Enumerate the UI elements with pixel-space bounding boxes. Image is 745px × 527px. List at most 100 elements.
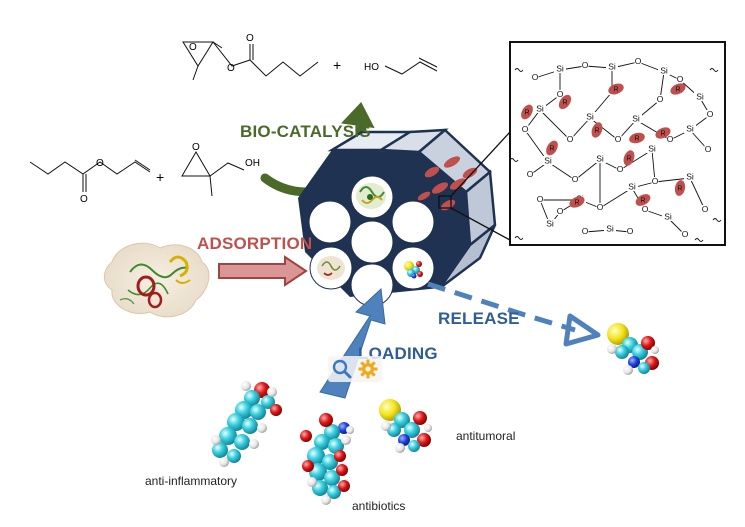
o-atom-bg [651,177,659,185]
antitumoral-drug-molecule [379,399,432,453]
drug-atom [336,464,348,476]
si-atom-bg [658,66,670,75]
r-group-marker [670,83,686,95]
o-atom-bg [566,135,574,143]
drug-atom [212,442,228,458]
vinyl-alcohol-structure [384,57,438,75]
o-atom-label: O [617,164,624,174]
drug-atom [234,434,250,450]
drug-atom [338,480,350,492]
drug-atom [267,387,277,397]
o-atom-label: O [557,206,564,216]
si-atom-bg [554,64,566,73]
o-atom-bg [596,203,604,211]
si-atom-bg [584,112,596,121]
r-group-label: R [660,131,665,138]
drug-atom [302,460,314,472]
o-atom-label: O [702,204,709,214]
o-atom-label: O [582,60,589,70]
vinyl-carbonyl-oxygen-label: O [80,194,88,205]
r-group-label: R [574,200,579,207]
o-atom-label: O [567,134,574,144]
dangling-bond [514,68,524,72]
drug-atom [424,424,432,432]
adsorption-label: ADSORPTION [197,234,313,253]
oxygen-label: O [189,42,197,53]
o-atom-bg [666,135,674,143]
si-atom-bg [534,104,546,113]
o-atom-label: O [527,169,534,179]
silica-network-atoms: SiSiSiSiSiSiSiSiSiSiSiSiSiSiSiSiSiOOOOOO… [521,56,714,239]
si-atom-label: Si [686,124,694,134]
si-atom-label: Si [536,104,544,114]
o-atom-label: O [652,176,659,186]
glycidol-oxygen-label: O [192,142,200,153]
o-atom-label: O [627,226,634,236]
drug-atom [257,423,267,433]
drug-atom [219,457,229,467]
si-atom-label: Si [596,154,604,164]
o-atom-label: O [635,56,642,66]
r-group-label: R [634,136,639,143]
si-atom-label: Si [696,92,704,102]
plus-sign-top: + [333,57,341,73]
dangling-bond [509,158,519,162]
si-atom-bg [606,62,618,71]
drug-atom [394,412,410,428]
r-group-marker [558,94,572,110]
si-o-bond [589,117,619,141]
o-atom-bg [634,57,642,65]
drug-atom [322,454,338,470]
r-group-label: R [640,198,645,205]
r-group-label: R [677,186,682,193]
callout-line-bottom [450,207,511,241]
o-atom-label: O [677,74,684,84]
si-atom-bg [646,144,658,153]
antitumoral-label: antitumoral [456,429,516,443]
drug-atom [381,421,391,431]
r-group-label: R [626,156,631,163]
vinyl-ester-oxygen-label: O [96,158,104,169]
ester-oxygen-label: O [227,63,235,74]
drug-atom [300,430,312,442]
si-atom-bg [694,92,706,101]
dangling-bond [514,236,524,240]
si-atom-label: Si [660,66,668,76]
dangling-bond [709,68,719,72]
drug-atom [227,449,241,463]
si-o-bond [539,109,571,141]
gear-icon[interactable] [357,358,379,380]
r-group-label: R [549,146,554,153]
r-group-label: R [562,100,567,107]
r-group-marker [623,150,635,166]
drug-atom [404,422,420,438]
o-atom-bg [556,90,564,98]
drug-atom [321,495,331,505]
r-group-marker [629,132,645,144]
search-icon[interactable] [331,358,353,380]
o-atom-label: O [537,194,544,204]
o-atom-bg [526,170,534,178]
drug-atom [241,381,251,391]
si-atom-bg [594,154,606,163]
o-atom-bg [556,207,564,215]
si-atom-bg [630,114,642,123]
o-atom-bg [616,165,624,173]
o-atom-label: O [705,144,712,154]
r-group-marker [608,83,624,95]
pore-center [350,220,394,264]
hydroxyl-label-top: HO [364,62,379,73]
si-atom-bg [662,212,674,221]
r-group-label: R [675,87,680,94]
dangling-bond [712,218,722,222]
mesoporous-silica-particle [298,128,497,307]
enzyme-in-pore [356,183,386,209]
o-atom-bg [641,205,649,213]
si-atom-bg [542,156,554,165]
o-atom-bg [571,175,579,183]
o-atom-bg [681,230,689,238]
o-atom-bg [701,205,709,213]
si-atom-label: Si [546,219,554,229]
drug-atom [319,413,333,427]
